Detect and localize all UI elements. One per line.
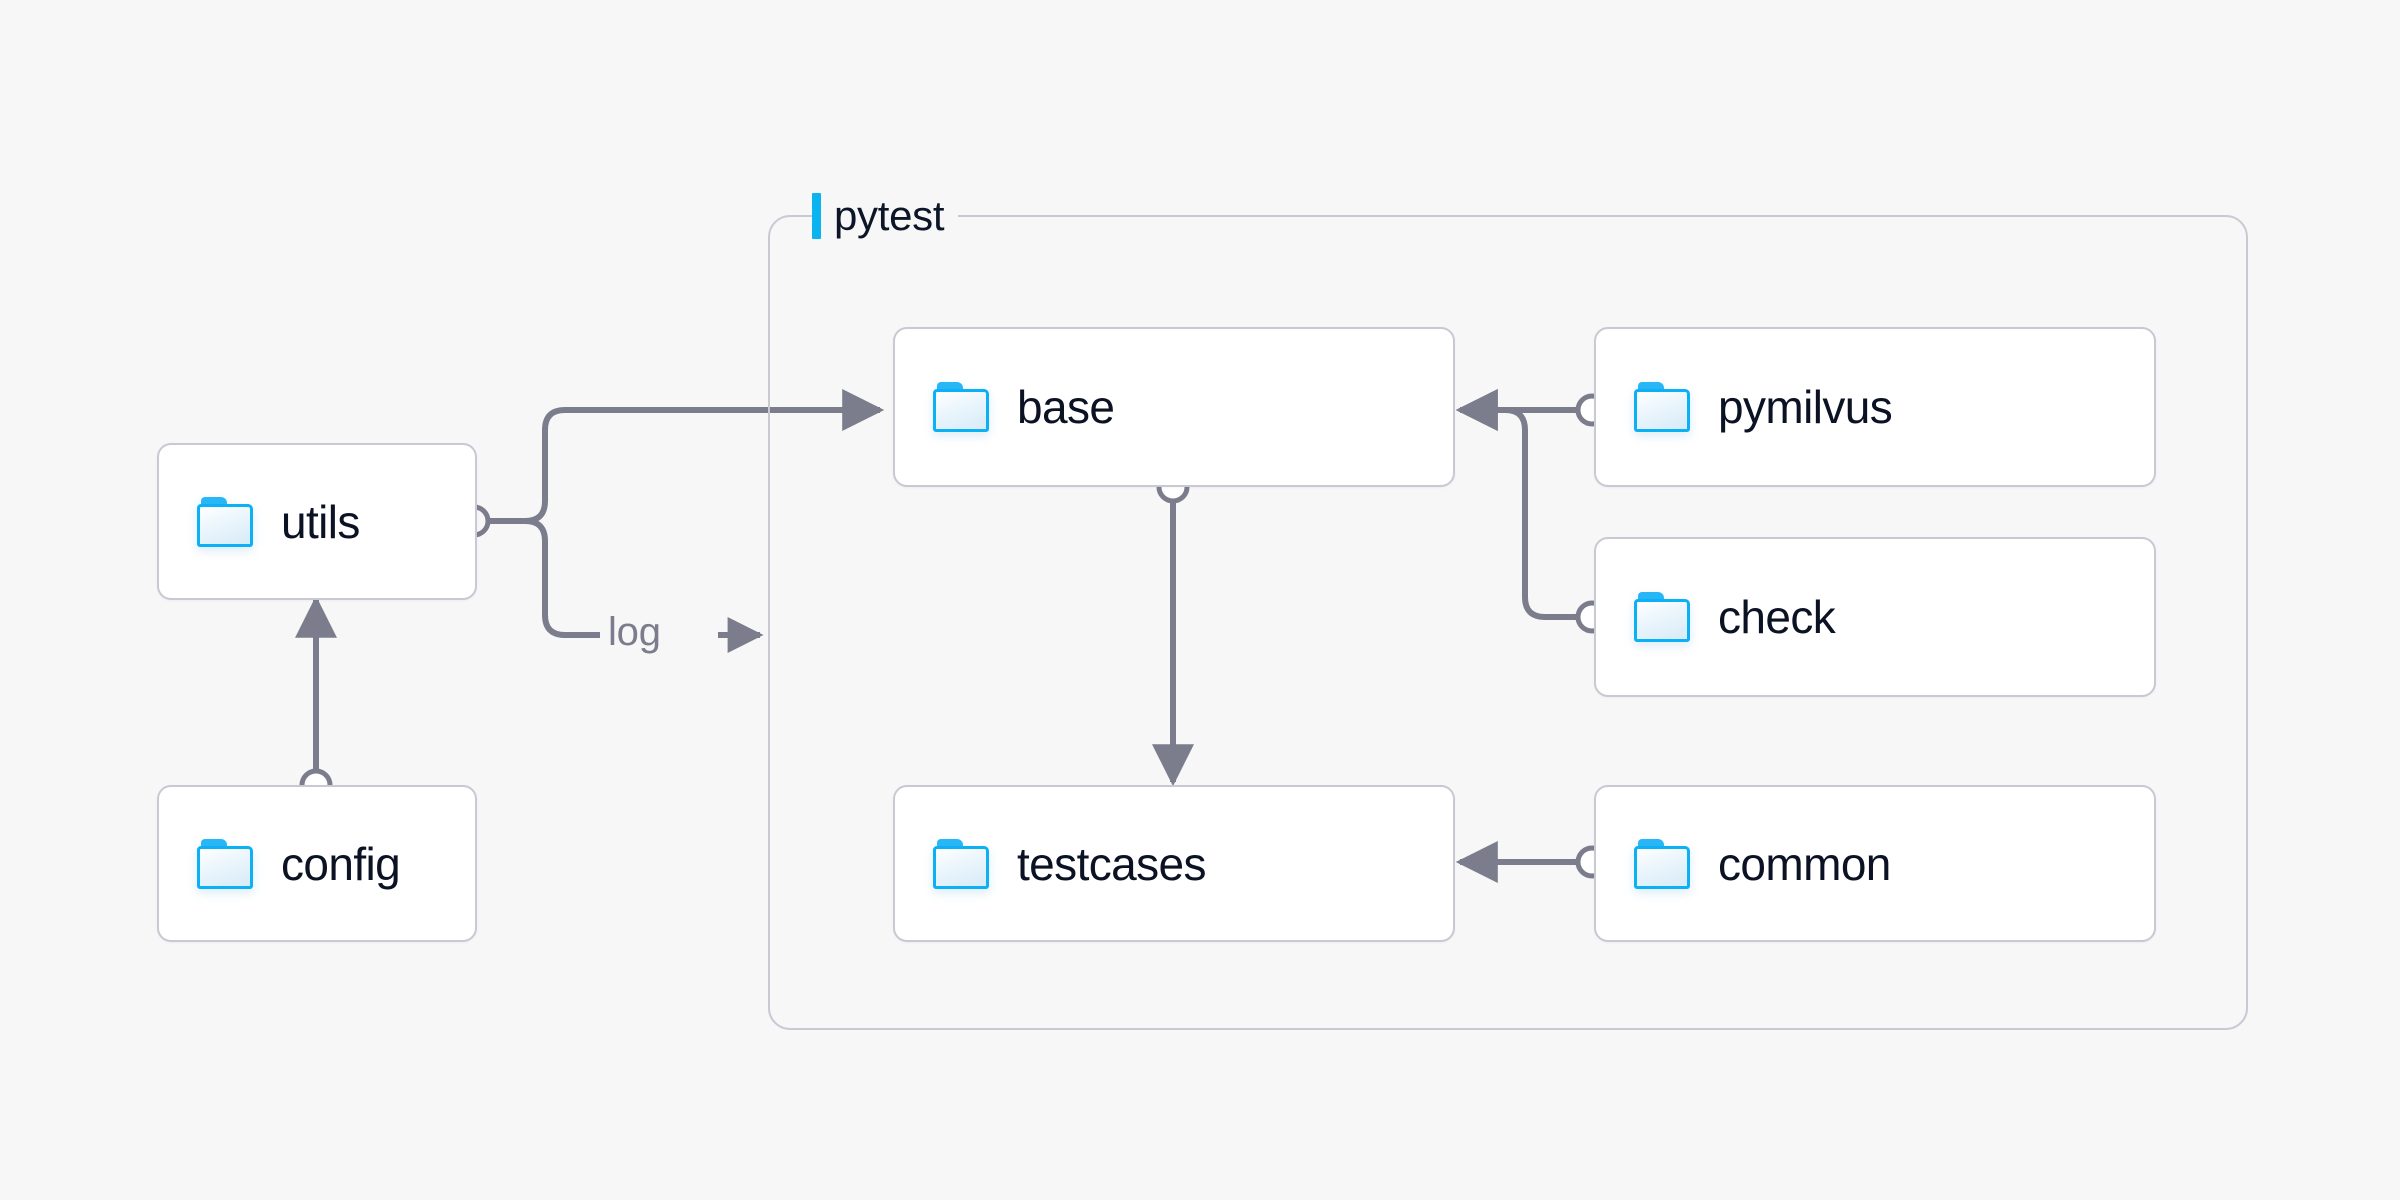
node-base-label: base bbox=[1017, 381, 1115, 433]
folder-icon bbox=[1634, 838, 1690, 889]
folder-icon bbox=[1634, 592, 1690, 642]
node-common[interactable]: common bbox=[1594, 785, 2156, 942]
node-check[interactable]: check bbox=[1594, 537, 2156, 697]
node-testcases[interactable]: testcases bbox=[893, 785, 1455, 942]
folder-icon bbox=[933, 382, 989, 432]
node-config-label: config bbox=[281, 837, 401, 890]
folder-icon bbox=[933, 838, 989, 889]
folder-icon bbox=[1634, 382, 1690, 432]
node-testcases-label: testcases bbox=[1017, 837, 1207, 890]
node-base[interactable]: base bbox=[893, 327, 1455, 487]
accent-bar-icon bbox=[812, 193, 821, 239]
node-check-label: check bbox=[1718, 591, 1836, 643]
node-pymilvus-label: pymilvus bbox=[1718, 381, 1893, 433]
group-pytest-label: pytest bbox=[812, 190, 959, 242]
node-utils-label: utils bbox=[281, 495, 360, 548]
node-config[interactable]: config bbox=[157, 785, 477, 942]
node-utils[interactable]: utils bbox=[157, 443, 477, 600]
node-common-label: common bbox=[1718, 837, 1891, 890]
group-pytest[interactable] bbox=[768, 215, 2248, 1030]
folder-icon bbox=[197, 838, 253, 889]
edge-utils-log bbox=[524, 518, 600, 638]
group-pytest-title: pytest bbox=[834, 192, 945, 239]
folder-icon bbox=[197, 496, 253, 547]
node-pymilvus[interactable]: pymilvus bbox=[1594, 327, 2156, 487]
edge-label-log: log bbox=[600, 612, 669, 652]
